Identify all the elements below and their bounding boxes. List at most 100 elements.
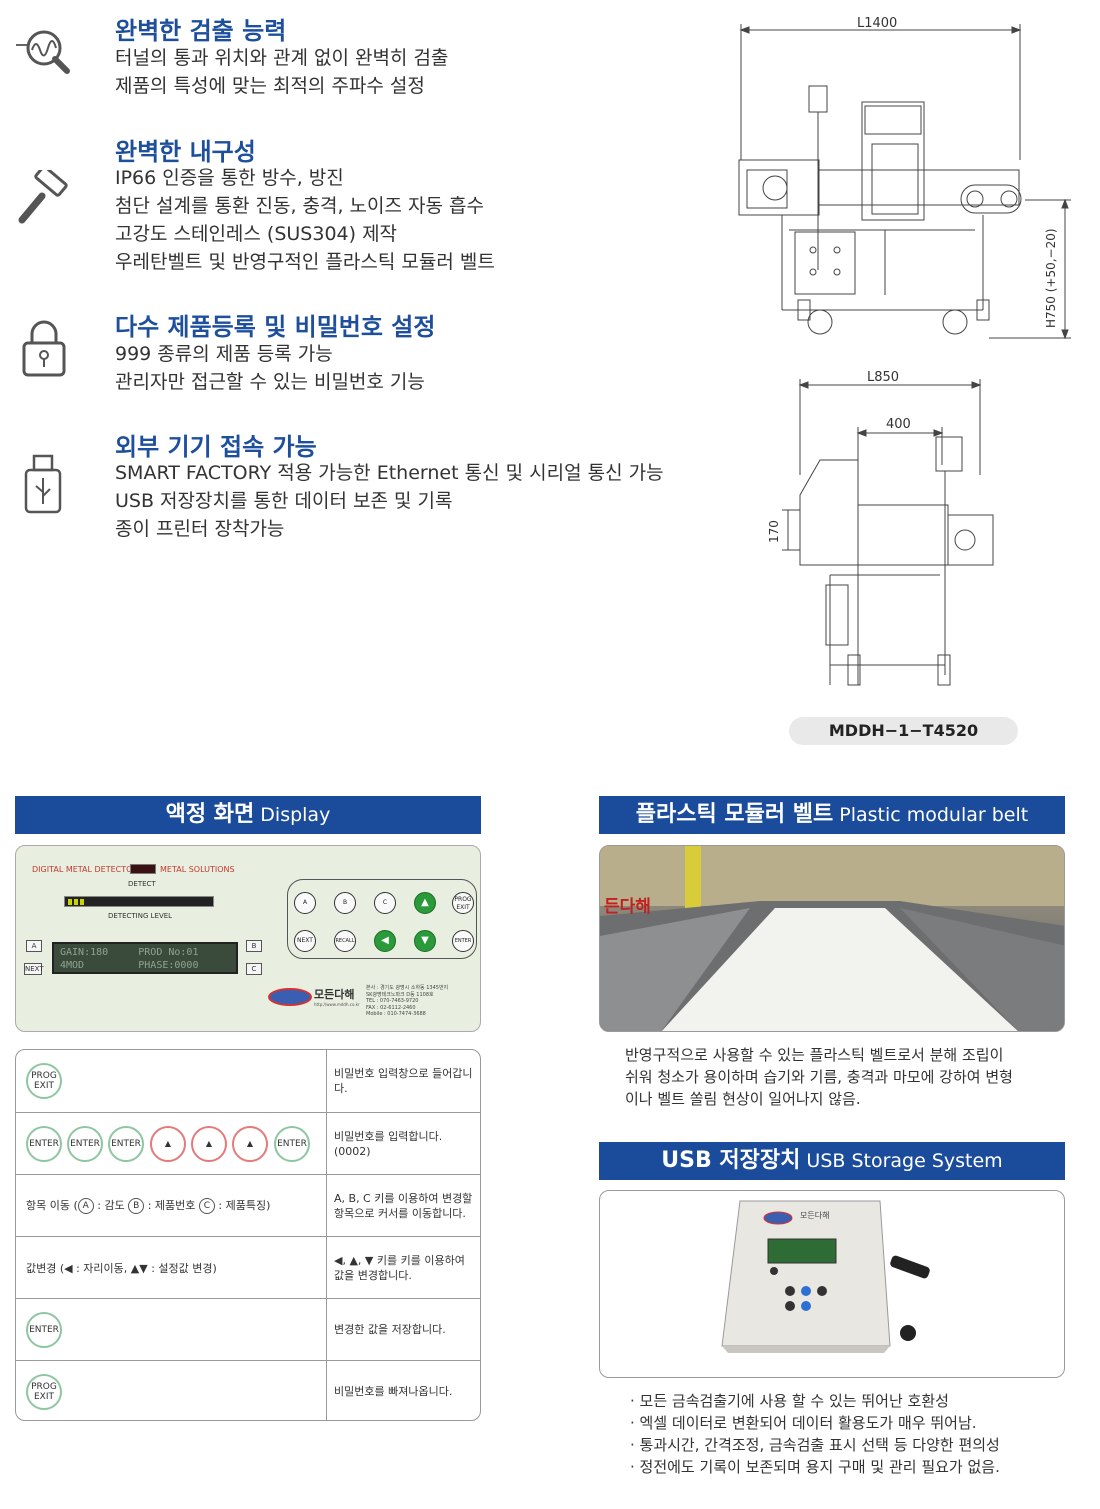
- dim-front-height: 170: [767, 520, 781, 543]
- feature-title: 다수 제품등록 및 비밀번호 설정: [115, 313, 436, 341]
- key-c[interactable]: C: [374, 892, 396, 914]
- key-b-desc: : 제품번호: [144, 1199, 199, 1212]
- detect-led: [130, 864, 156, 874]
- row-keys: PROG EXIT: [16, 1050, 327, 1112]
- key-prog-exit[interactable]: PROG EXIT: [452, 892, 474, 914]
- belt-description: 반영구적으로 사용할 수 있는 플라스틱 벨트로서 분해 조립이 쉬워 청소가 …: [625, 1044, 1013, 1110]
- side-key-next[interactable]: NEXT: [24, 963, 44, 975]
- prog-exit-button: PROG EXIT: [26, 1374, 62, 1410]
- lcd-screen: GAIN:180 PROD No:01 4MOD PHASE:0000: [52, 942, 238, 974]
- detect-label: DETECT: [128, 880, 156, 888]
- key-c-desc: : 제품특징): [214, 1199, 271, 1212]
- key-enter[interactable]: ENTER: [452, 930, 474, 952]
- company-logo: [268, 988, 312, 1006]
- usb-feature: · 엑셀 데이터로 변환되어 데이터 활용도가 매우 뛰어남.: [630, 1414, 977, 1432]
- feature-line: SMART FACTORY 적용 가능한 Ethernet 통신 및 시리얼 통…: [115, 462, 664, 484]
- feature-line: 999 종류의 제품 등록 가능: [115, 343, 333, 365]
- section-title-en: USB Storage System: [806, 1150, 1003, 1172]
- key-b[interactable]: B: [334, 892, 356, 914]
- move-item-text: 항목 이동 (A : 감도 B : 제품번호 C : 제품특징): [26, 1197, 270, 1214]
- table-row: ENTER ENTER ENTER ▲ ▲ ▲ ENTER 비밀번호를 입력합니…: [16, 1112, 480, 1174]
- usb-feature: · 통과시간, 간격조정, 금속검출 표시 선택 등 다양한 편의성: [630, 1436, 1000, 1454]
- change-value-text: 값변경 (◀ : 자리이동, ▲▼ : 설정값 변경): [26, 1262, 217, 1275]
- panel-brand: 모든다해: [314, 988, 355, 1001]
- feature-title: 완벽한 검출 능력: [115, 17, 287, 45]
- usb-feature: · 정전에도 기록이 보존되며 용지 구매 및 관리 필요가 없음.: [630, 1458, 1000, 1476]
- key-next[interactable]: NEXT: [294, 930, 316, 952]
- row-description: 변경한 값을 저장합니다.: [334, 1323, 446, 1336]
- usb-device-brand: 모든다해: [800, 1211, 830, 1220]
- dim-side-height: H750 (+50,−20): [1044, 228, 1058, 328]
- feature-lines: SMART FACTORY 적용 가능한 Ethernet 통신 및 시리얼 통…: [115, 459, 664, 543]
- feature-line: 첨단 설계를 통환 진동, 충격, 노이즈 자동 흡수: [115, 195, 484, 217]
- row-keys: ENTER: [16, 1299, 327, 1360]
- up-button: ▲: [232, 1126, 268, 1162]
- side-view-drawing: L1400 H750 (+50,−20): [738, 16, 1071, 340]
- side-key-c[interactable]: C: [246, 963, 262, 975]
- feature-line: IP66 인증을 통한 방수, 방진: [115, 167, 344, 189]
- key-up[interactable]: ▲: [414, 892, 436, 914]
- hammer-icon: [18, 170, 68, 224]
- key-a-mini: A: [77, 1198, 94, 1214]
- key-c-mini: C: [198, 1198, 215, 1214]
- dim-side-length: L1400: [857, 16, 897, 31]
- table-row: PROG EXIT 비밀번호 입력창으로 들어갑니다.: [16, 1050, 480, 1112]
- belt-desc-line: 쉬워 청소가 용이하며 습기와 기름, 충격과 마모에 강하여 변형: [625, 1068, 1013, 1086]
- row-description: 비밀번호를 빠져나옵니다.: [334, 1385, 453, 1398]
- feature-lines: 999 종류의 제품 등록 가능 관리자만 접근할 수 있는 비밀번호 기능: [115, 340, 425, 396]
- keypad: A B C ▲ PROG EXIT NEXT RECALL ◀ ▼ ENTER: [287, 879, 477, 959]
- key-a-desc: : 감도: [93, 1199, 129, 1212]
- row-description: 비밀번호를 입력합니다. (0002): [334, 1129, 443, 1158]
- feature-line: USB 저장장치를 통한 데이터 보존 및 기록: [115, 490, 453, 512]
- feature-title: 외부 기기 접속 가능: [115, 433, 317, 461]
- detecting-level-label: DETECTING LEVEL: [108, 912, 173, 920]
- row-keys: ENTER ENTER ENTER ▲ ▲ ▲ ENTER: [16, 1113, 327, 1174]
- address-line: FAX : 02-6112-2460: [366, 1004, 416, 1011]
- panel-url: http://www.mddh.co.kr: [314, 1002, 360, 1007]
- key-a[interactable]: A: [294, 892, 316, 914]
- magnifier-wave-icon: [16, 30, 70, 74]
- detecting-level-bar: [64, 896, 214, 907]
- table-row: 항목 이동 (A : 감도 B : 제품번호 C : 제품특징) A, B, C…: [16, 1174, 480, 1236]
- side-key-a[interactable]: A: [26, 940, 42, 952]
- enter-button: ENTER: [26, 1126, 62, 1162]
- feature-detection: 완벽한 검출 능력 터널의 통과 위치와 관계 없이 완벽히 검출 제품의 특성…: [0, 8, 700, 118]
- feature-line: 종이 프린터 장착가능: [115, 518, 285, 540]
- lcd-line-2: 4MOD PHASE:0000: [60, 960, 199, 971]
- panel-title-right: METAL SOLUTIONS: [160, 865, 235, 874]
- padlock-icon: [22, 320, 66, 377]
- side-key-b[interactable]: B: [246, 940, 262, 952]
- dim-front-inner: 400: [886, 417, 911, 432]
- feature-durability: 완벽한 내구성 IP66 인증을 통한 방수, 방진 첨단 설계를 통환 진동,…: [0, 128, 700, 288]
- feature-external: 외부 기기 접속 가능 SMART FACTORY 적용 가능한 Etherne…: [0, 424, 700, 554]
- table-row: PROG EXIT 비밀번호를 빠져나옵니다.: [16, 1360, 480, 1420]
- key-recall[interactable]: RECALL: [334, 930, 356, 952]
- lcd-panel-image: DIGITAL METAL DETECTOR METAL SOLUTIONS D…: [15, 845, 481, 1032]
- enter-button: ENTER: [26, 1312, 62, 1348]
- lcd-line-1: GAIN:180 PROD No:01: [60, 947, 199, 958]
- table-row: ENTER 변경한 값을 저장합니다.: [16, 1298, 480, 1360]
- feature-line: 고강도 스테인레스 (SUS304) 제작: [115, 223, 398, 245]
- enter-button: ENTER: [108, 1126, 144, 1162]
- enter-button: ENTER: [67, 1126, 103, 1162]
- key-down[interactable]: ▼: [414, 930, 436, 952]
- key-left[interactable]: ◀: [374, 930, 396, 952]
- move-item-prefix: 항목 이동 (: [26, 1199, 78, 1212]
- address-line: Mobile : 010-7474-3688: [366, 1011, 426, 1017]
- feature-lines: IP66 인증을 통한 방수, 방진 첨단 설계를 통환 진동, 충격, 노이즈…: [115, 164, 495, 276]
- usb-drive-icon: [24, 454, 62, 514]
- feature-line: 관리자만 접근할 수 있는 비밀번호 기능: [115, 371, 425, 393]
- up-button: ▲: [191, 1126, 227, 1162]
- key-b-mini: B: [128, 1198, 145, 1214]
- belt-photo: 든다해: [599, 845, 1065, 1032]
- row-keys: PROG EXIT: [16, 1361, 327, 1420]
- section-title-ko: 액정 화면: [165, 802, 255, 827]
- usb-device-illustration: [721, 1200, 930, 1353]
- prog-exit-button: PROG EXIT: [26, 1063, 62, 1099]
- password-instruction-table: PROG EXIT 비밀번호 입력창으로 들어갑니다. ENTER ENTER …: [15, 1049, 481, 1421]
- section-title-en: Plastic modular belt: [839, 804, 1029, 826]
- row-description: ◀, ▲, ▼ 키를 키를 이용하여 값을 변경합니다.: [334, 1253, 465, 1282]
